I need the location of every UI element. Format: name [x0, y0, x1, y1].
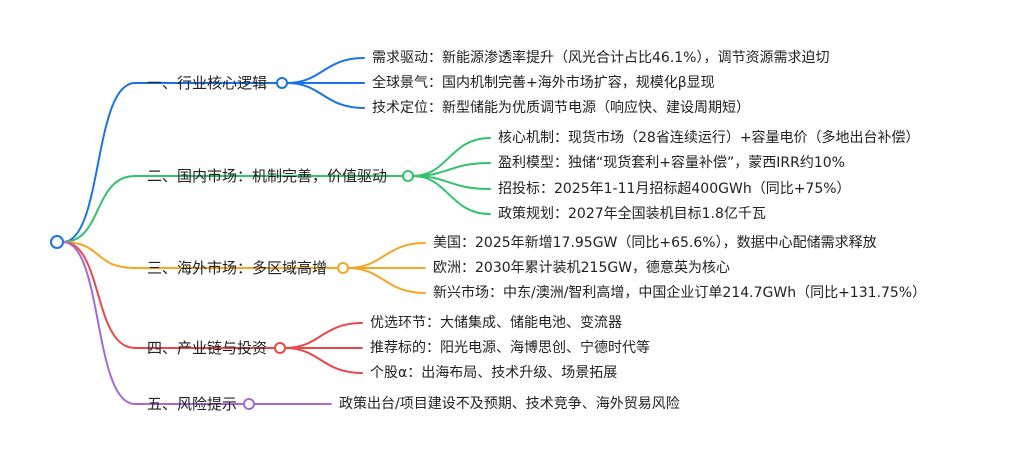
leaf-node-label: 政策出台/项目建设不及预期、技术竞争、海外贸易风险: [339, 396, 680, 412]
root-to-branch-connector: [62, 175, 136, 243]
branch-to-leaf-connector: [412, 137, 491, 177]
leaf-node-label: 个股α：出海布局、技术升级、场景拓展: [370, 365, 618, 381]
leaf-node-label: 政策规划：2027年全国装机目标1.8亿千瓦: [498, 206, 766, 222]
branch-expand-toggle[interactable]: [337, 262, 349, 274]
root-to-branch-connector: [62, 241, 136, 349]
branch-node-label: 三、海外市场：多区域高增: [147, 259, 328, 277]
root-to-branch-connector: [62, 241, 136, 269]
leaf-node-label: 全球景气：国内机制完善+海外市场扩容，规模化β显现: [372, 75, 715, 91]
branch-node-label: 五、风险提示: [147, 395, 238, 413]
root-to-branch-connector: [62, 82, 136, 243]
branch-to-leaf-connector: [347, 267, 426, 294]
leaf-node-label: 推荐标的：阳光电源、海博思创、宁德时代等: [370, 340, 650, 356]
branch-node-label: 四、产业链与投资: [147, 339, 268, 357]
branch-node-label: 二、国内市场：机制完善，价值驱动: [147, 167, 388, 185]
branch-expand-toggle[interactable]: [402, 170, 414, 182]
leaf-node-label: 招投标：2025年1-11月招标超400GWh（同比+75%）: [498, 181, 851, 197]
branch-expand-toggle[interactable]: [243, 398, 255, 410]
branch-to-leaf-connector: [284, 322, 363, 349]
branch-expand-toggle[interactable]: [274, 342, 286, 354]
leaf-node-label: 优选环节：大储集成、储能电池、变流器: [370, 315, 622, 331]
branch-node-label: 一、行业核心逻辑: [147, 74, 268, 92]
leaf-node-label: 欧洲：2030年累计装机215GW，德意英为核心: [433, 260, 731, 276]
branch-to-leaf-connector: [347, 242, 426, 269]
leaf-node-label: 核心机制：现货市场（28省连续运行）+容量电价（多地出台补偿）: [498, 130, 920, 146]
leaf-node-label: 新兴市场：中东/澳洲/智利高增，中国企业订单214.7GWh（同比+131.75…: [433, 285, 927, 301]
leaf-node-label: 需求驱动：新能源渗透率提升（风光合计占比46.1%），调节资源需求迫切: [372, 50, 830, 66]
leaf-node-label: 技术定位：新型储能为优质调节电源（响应快、建设周期短）: [372, 100, 750, 116]
leaf-node-label: 盈利模型：独储“现货套利+容量补偿”，蒙西IRR约10%: [498, 155, 845, 171]
branch-expand-toggle[interactable]: [276, 77, 288, 89]
root-to-branch-connector: [62, 241, 136, 405]
leaf-node-label: 美国：2025年新增17.95GW（同比+65.6%），数据中心配储需求释放: [433, 235, 877, 251]
branch-to-leaf-connector: [284, 347, 363, 374]
branch-to-leaf-connector: [286, 82, 365, 109]
branch-to-leaf-connector: [412, 175, 491, 215]
branch-to-leaf-connector: [286, 57, 365, 84]
root-node[interactable]: [50, 235, 64, 249]
